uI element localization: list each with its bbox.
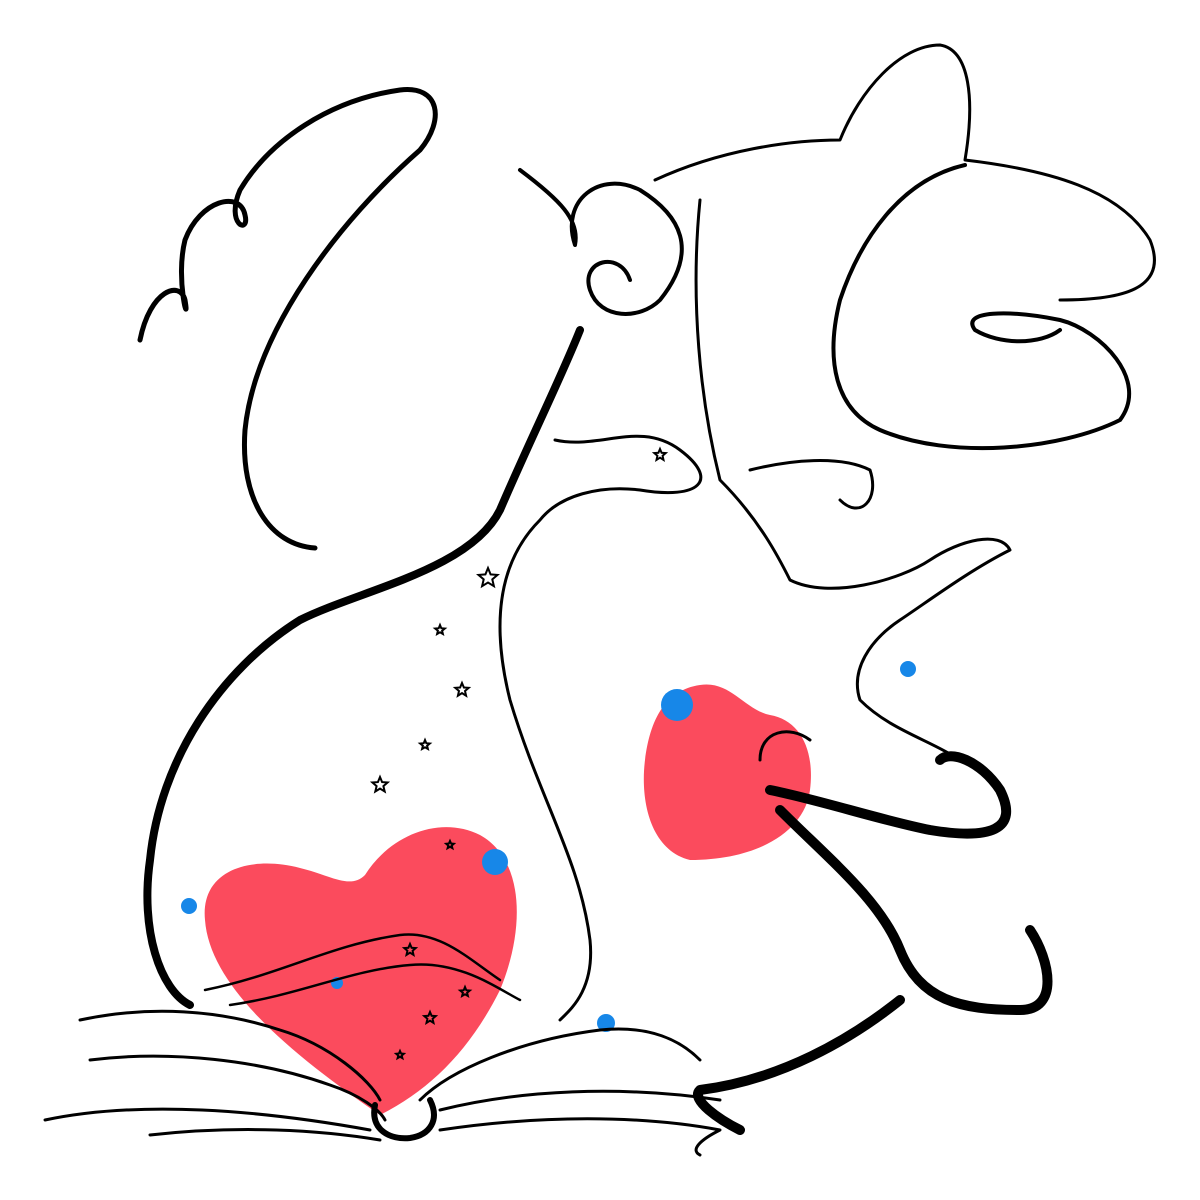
small-heart xyxy=(643,684,811,860)
dot xyxy=(900,661,916,677)
star-icon xyxy=(452,680,472,698)
star-icon xyxy=(393,1048,407,1061)
large-heart xyxy=(204,827,517,1115)
star-icon xyxy=(476,565,500,589)
star-icon xyxy=(417,737,433,752)
stars xyxy=(369,446,669,1061)
line-drawing xyxy=(43,43,1156,1157)
star-icon xyxy=(369,774,391,794)
dot xyxy=(181,898,197,914)
blue-dots xyxy=(181,661,916,1032)
star-icon xyxy=(443,838,457,851)
dot xyxy=(597,1014,615,1032)
dot xyxy=(661,689,693,721)
star-icon xyxy=(651,446,669,463)
star-icon xyxy=(421,1009,439,1026)
hearts xyxy=(204,684,811,1115)
star-icon xyxy=(401,941,419,958)
dot xyxy=(482,849,508,875)
star-icon xyxy=(432,622,448,637)
star-icon xyxy=(457,984,473,999)
